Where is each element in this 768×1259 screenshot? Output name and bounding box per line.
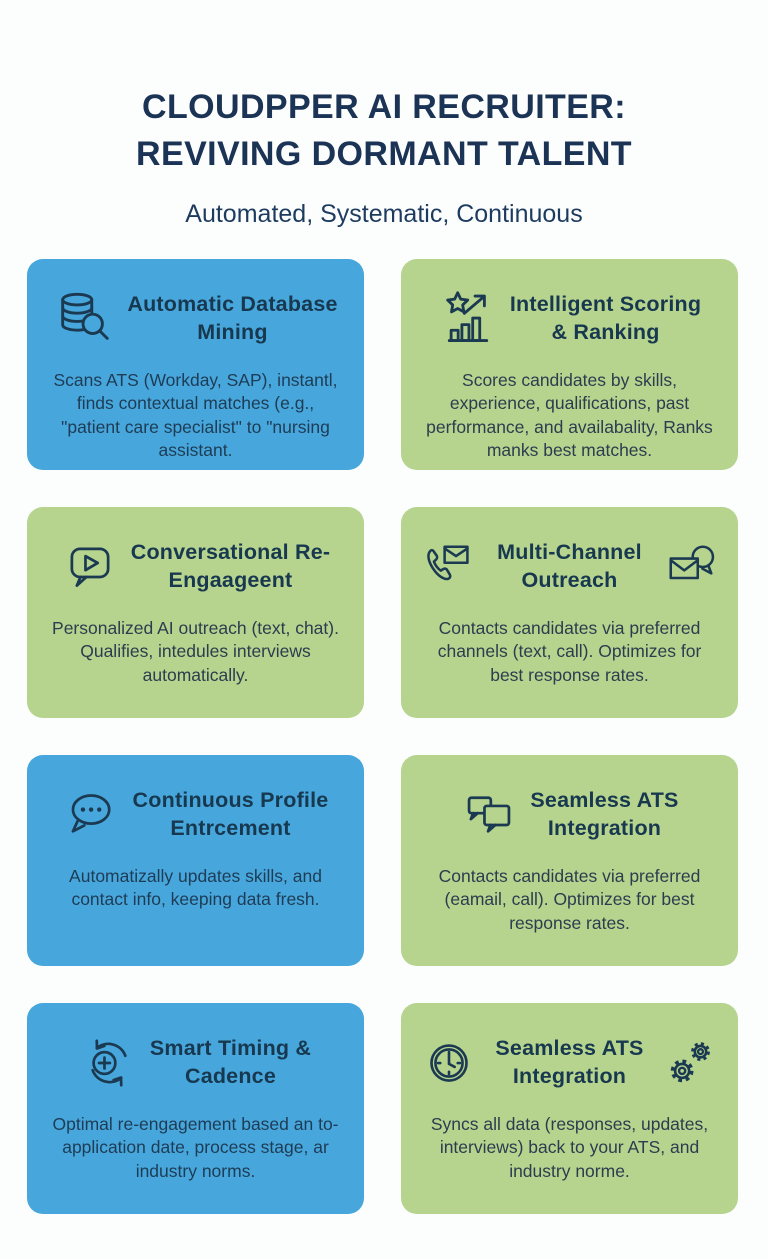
- cards-grid: Automatic Database Mining Scans ATS (Wor…: [27, 259, 738, 1214]
- card-head: Continuous Profile Entrcement: [43, 779, 348, 851]
- card-body: Contacts candidates via preferred (eamai…: [438, 866, 701, 933]
- card-multi-channel-outreach: Multi-Channel Outreach Contacts candidat…: [401, 507, 738, 718]
- card-title-line1: Automatic Database: [127, 292, 338, 317]
- card-title-line1: Continuous Profile: [132, 788, 329, 813]
- card-body: Automatizally updates skills, and contac…: [69, 866, 322, 910]
- header: CLOUDPPER AI RECRUITER: REVIVING DORMANT…: [0, 0, 768, 229]
- card-title: Multi-Channel Outreach: [497, 539, 642, 595]
- card-seamless-ats-integration-sync: Seamless ATS Integration: [401, 1003, 738, 1214]
- card-title-line2: Entrcement: [170, 816, 291, 840]
- envelope-chat-icon: [664, 540, 718, 594]
- card-title-line1: Intelligent Scoring: [509, 292, 702, 317]
- card-head: Multi-Channel Outreach: [417, 531, 722, 603]
- card-smart-timing-cadence: Smart Timing & Cadence Optimal re-engage…: [27, 1003, 364, 1214]
- card-title: Intelligent Scoring & Ranking: [510, 291, 701, 347]
- card-title-line1: Smart Timing &: [149, 1036, 312, 1061]
- card-head: Automatic Database Mining: [43, 283, 348, 355]
- card-title-line2: Outreach: [521, 568, 618, 592]
- card-body: Contacts candidates via preferred channe…: [437, 618, 702, 685]
- card-title-line2: Engaageent: [168, 568, 293, 592]
- refresh-plus-icon: [80, 1034, 138, 1092]
- database-search-icon: [53, 288, 115, 350]
- card-title-line2: & Ranking: [551, 320, 660, 344]
- card-body: Personalized AI outreach (text, chat). Q…: [52, 618, 339, 685]
- card-intelligent-scoring-ranking: Intelligent Scoring & Ranking Scores can…: [401, 259, 738, 470]
- page-title-line1: CLOUDPPER AI RECRUITER:: [142, 88, 626, 126]
- card-title: Automatic Database Mining: [127, 291, 337, 347]
- card-head: Seamless ATS Integration: [417, 1027, 722, 1099]
- card-title: Seamless ATS Integration: [530, 787, 678, 843]
- page-subtitle: Automated, Systematic, Continuous: [185, 200, 583, 228]
- card-body: Optimal re-engagement based an to-applic…: [52, 1114, 339, 1181]
- page-title-line2: REVIVING DORMANT TALENT: [136, 135, 632, 173]
- chat-ellipsis-icon: [63, 786, 121, 844]
- card-title: Continuous Profile Entrcement: [133, 787, 329, 843]
- dual-chat-icon: [460, 786, 518, 844]
- card-title-line2: Mining: [197, 320, 268, 344]
- card-continuous-profile-enrichment: Continuous Profile Entrcement Automatiza…: [27, 755, 364, 966]
- card-body: Scores candidates by skills, experience,…: [426, 370, 713, 460]
- card-conversational-re-engagement: Conversational Re- Engaageent Personaliz…: [27, 507, 364, 718]
- card-automatic-database-mining: Automatic Database Mining Scans ATS (Wor…: [27, 259, 364, 470]
- card-head: Intelligent Scoring & Ranking: [417, 283, 722, 355]
- gears-icon: [662, 1035, 718, 1091]
- card-head: Seamless ATS Integration: [417, 779, 722, 851]
- card-title: Smart Timing & Cadence: [150, 1035, 311, 1091]
- card-title-line2: Integration: [547, 816, 662, 840]
- card-title-line1: Seamless ATS: [495, 1036, 644, 1061]
- card-seamless-ats-integration: Seamless ATS Integration Contacts candid…: [401, 755, 738, 966]
- card-body: Syncs all data (responses, updates, inte…: [430, 1114, 709, 1181]
- card-title-line2: Integration: [512, 1064, 627, 1088]
- star-growth-chart-icon: [438, 289, 498, 349]
- card-title: Seamless ATS Integration: [495, 1035, 643, 1091]
- card-title-line1: Multi-Channel: [497, 540, 642, 565]
- card-title: Conversational Re- Engaageent: [131, 539, 331, 595]
- card-title-line1: Conversational Re-: [130, 540, 331, 565]
- phone-envelope-icon: [421, 540, 475, 594]
- card-body: Scans ATS (Workday, SAP), instantl, find…: [53, 370, 338, 460]
- card-title-line2: Cadence: [184, 1064, 276, 1088]
- page-title: CLOUDPPER AI RECRUITER: REVIVING DORMANT…: [0, 84, 768, 178]
- chat-play-icon: [61, 538, 119, 596]
- card-head: Conversational Re- Engaageent: [43, 531, 348, 603]
- card-head: Smart Timing & Cadence: [43, 1027, 348, 1099]
- card-title-line1: Seamless ATS: [530, 788, 679, 813]
- clock-icon: [421, 1035, 477, 1091]
